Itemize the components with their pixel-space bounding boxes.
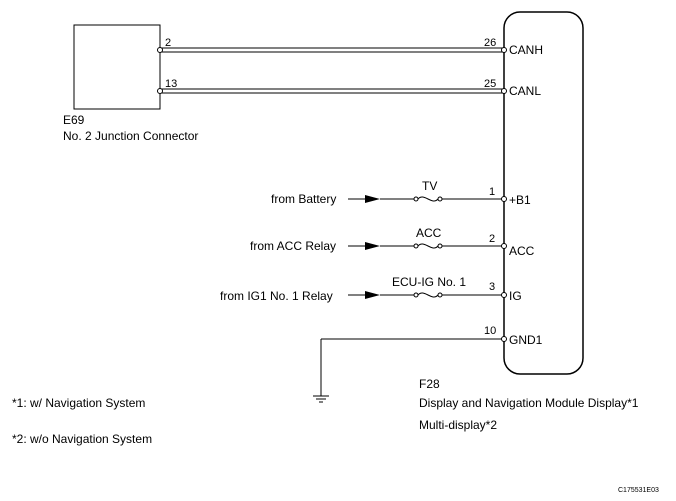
e69-connector-box (73, 24, 161, 110)
e69-pin-2: 2 (165, 37, 171, 49)
source-acc-relay: from ACC Relay (250, 239, 336, 253)
f28-pin-25: 25 (484, 78, 496, 90)
fuse-acc-label: ACC (416, 226, 442, 240)
canh-wire (160, 47, 504, 53)
f28-name-line2: Multi-display*2 (419, 418, 497, 432)
e69-name: No. 2 Junction Connector (63, 129, 198, 143)
f28-name-line1: Display and Navigation Module Display*1 (419, 396, 639, 410)
f28-terminal-canh (501, 47, 507, 53)
fuse-ecu-ig (413, 292, 443, 298)
fuse-ecu-ig-label: ECU-IG No. 1 (392, 275, 466, 289)
fuse-acc (413, 243, 443, 249)
f28-pin-26: 26 (484, 37, 496, 49)
f28-pin-3: 3 (489, 281, 495, 293)
canl-wire (160, 88, 504, 94)
f28-pin-2: 2 (489, 233, 495, 245)
source-battery: from Battery (271, 192, 336, 206)
e69-code: E69 (63, 113, 85, 127)
f28-terminal-ig (501, 292, 507, 298)
f28-terminal-name-ig: IG (509, 289, 522, 303)
f28-terminal-name-b1: +B1 (509, 193, 531, 207)
e69-pin-13: 13 (165, 78, 177, 90)
note-2: *2: w/o Navigation System (12, 432, 152, 446)
arrow-acc (365, 242, 380, 250)
f28-terminal-name-canl: CANL (509, 84, 541, 98)
note-1: *1: w/ Navigation System (12, 396, 145, 410)
f28-terminal-name-canh: CANH (509, 43, 543, 57)
f28-pin-1: 1 (489, 186, 495, 198)
f28-code: F28 (419, 377, 440, 391)
f28-terminal-gnd1 (501, 336, 507, 342)
arrow-ig (365, 291, 380, 299)
f28-module-box (503, 11, 584, 375)
f28-pin-10: 10 (484, 325, 496, 337)
f28-terminal-b1 (501, 196, 507, 202)
f28-terminal-acc (501, 243, 507, 249)
f28-terminal-name-acc: ACC (509, 244, 535, 258)
ground-icon (313, 395, 329, 403)
f28-terminal-canl (501, 88, 507, 94)
source-ig1-relay: from IG1 No. 1 Relay (220, 289, 333, 303)
e69-terminal-2 (157, 47, 163, 53)
fuse-tv-label: TV (422, 179, 437, 193)
figure-code: C175531E03 (618, 487, 659, 494)
f28-terminal-name-gnd1: GND1 (509, 333, 543, 347)
e69-terminal-13 (157, 88, 163, 94)
fuse-tv (413, 196, 443, 202)
arrow-battery (365, 195, 380, 203)
